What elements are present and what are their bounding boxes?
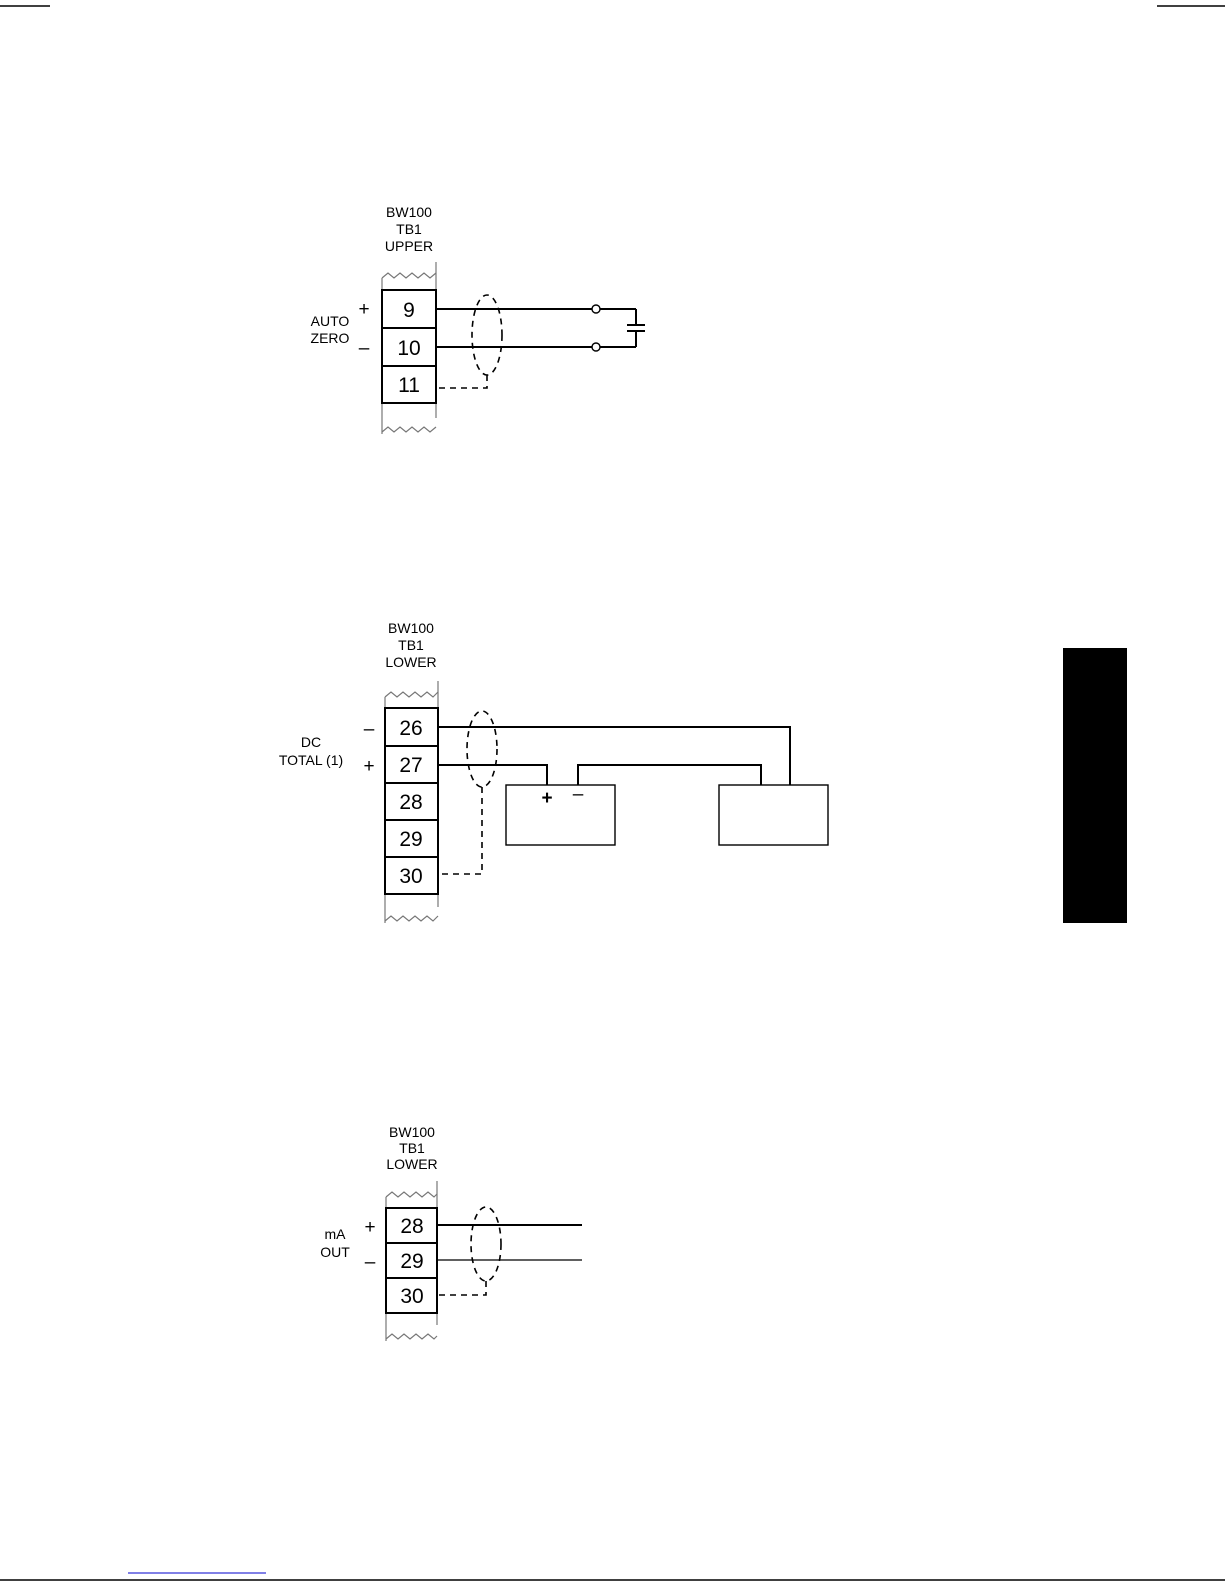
section-tab: [1063, 648, 1127, 923]
sign-plus: +: [364, 1217, 375, 1238]
diagram-auto-zero: BW100 TB1 UPPER 9 10 11 + – AUTO ZERO: [311, 204, 645, 434]
header-line-1: BW100: [388, 620, 434, 636]
side-label-line-1: DC: [301, 734, 321, 750]
cable-shield: [440, 711, 497, 874]
terminal-label-30: 30: [399, 865, 422, 888]
wires: [437, 1225, 582, 1260]
header-line-2: TB1: [399, 1140, 425, 1156]
side-label-line-1: AUTO: [311, 313, 350, 329]
device-sign-plus: +: [541, 788, 552, 809]
header-line-2: TB1: [396, 221, 422, 237]
cable-shield: [439, 1207, 501, 1295]
terminal-label-9: 9: [403, 299, 415, 322]
header-line-3: LOWER: [386, 1156, 437, 1172]
sign-minus: –: [359, 338, 370, 359]
power-supply-box: [506, 785, 615, 845]
terminal-label-29: 29: [399, 828, 422, 851]
terminal-label-28: 28: [399, 791, 422, 814]
terminal-label-11: 11: [398, 374, 420, 397]
counter-device-box: [719, 785, 828, 845]
terminal-label-30: 30: [400, 1285, 423, 1308]
header-line-1: BW100: [389, 1124, 435, 1140]
sign-plus: +: [358, 299, 369, 320]
diagram-dc-total: BW100 TB1 LOWER 26 27 28 29 30 – + DC TO…: [279, 620, 828, 923]
device-sign-minus: –: [573, 784, 584, 805]
wires: [438, 727, 790, 785]
side-label-line-2: TOTAL (1): [279, 752, 343, 768]
terminal-label-27: 27: [399, 754, 422, 777]
side-label-line-2: ZERO: [311, 330, 350, 346]
terminal-label-29: 29: [400, 1250, 423, 1273]
header-line-2: TB1: [398, 637, 424, 653]
wires: [436, 305, 645, 351]
header-line-1: BW100: [386, 204, 432, 220]
header-line-3: LOWER: [385, 654, 436, 670]
side-label-line-1: mA: [325, 1226, 347, 1242]
sign-minus: –: [364, 719, 375, 740]
terminal-label-10: 10: [397, 337, 420, 360]
sign-minus: –: [365, 1252, 376, 1273]
side-label-line-2: OUT: [320, 1244, 350, 1260]
header-line-3: UPPER: [385, 238, 433, 254]
terminal-label-26: 26: [399, 717, 422, 740]
sign-plus: +: [363, 756, 374, 777]
terminal-label-28: 28: [400, 1215, 423, 1238]
diagram-ma-out: BW100 TB1 LOWER 28 29 30 + – mA OUT: [320, 1124, 582, 1341]
